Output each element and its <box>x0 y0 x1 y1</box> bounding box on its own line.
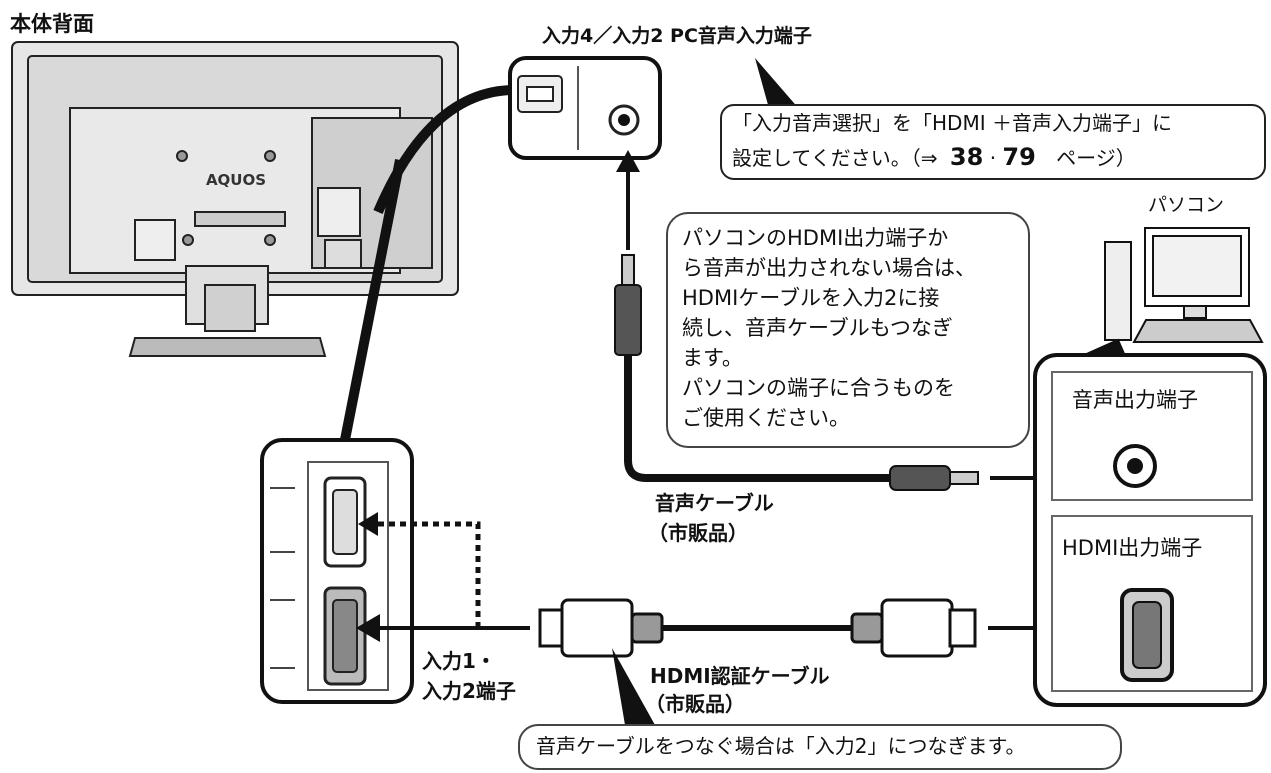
audio-cable-label-1: 音声ケーブル <box>655 491 774 515</box>
audio-select-line1: 「入力音声選択」を「HDMI ＋音声入力端子」に <box>732 111 1172 135</box>
pc-audio-input-zoom <box>508 56 662 160</box>
pc-hdmi-line3: HDMIケーブルを入力2に接 <box>682 286 940 310</box>
hdmi-output-label: HDMI出力端子 <box>1062 536 1203 560</box>
bottom-note-pointer <box>612 648 655 725</box>
pc-illustration <box>1081 227 1264 357</box>
input-terminal-label-1: 入力1・ <box>422 649 496 673</box>
tv-hdmi-zoom <box>260 438 414 704</box>
audio-select-note: 「入力音声選択」を「HDMI ＋音声入力端子」に 設定してください。（⇒ 38 … <box>720 104 1266 180</box>
dotted-arrowhead <box>358 512 378 536</box>
aquos-logo: AQUOS <box>206 171 266 189</box>
pc-hdmi-line7: ご使用ください。 <box>682 406 850 430</box>
hdmi-to-tv-arrowhead <box>356 614 380 642</box>
pc-hdmi-line4: 続し、音声ケーブルもつなぎ <box>682 316 953 340</box>
input-terminal-label-2: 入力2端子 <box>422 679 516 703</box>
hdmi-cable-label-2: （市販品） <box>645 692 745 716</box>
hdmi-cable <box>538 598 977 658</box>
pc-hdmi-line5: ます。 <box>682 346 743 370</box>
pc-hdmi-note: パソコンのHDMI出力端子か ら音声が出力されない場合は、 HDMIケーブルを入… <box>666 212 1030 448</box>
tv-rear-label: 本体背面 <box>10 12 94 36</box>
pc-hdmi-line2: ら音声が出力されない場合は、 <box>682 256 976 280</box>
pc-hdmi-line1: パソコンのHDMI出力端子か <box>682 226 949 250</box>
page-ref-b: 79 <box>1002 143 1036 171</box>
audio-select-line2-pre: 設定してください。（⇒ <box>732 146 938 170</box>
page-ref-a: 38 <box>949 143 984 171</box>
zoom-connector-bottom <box>338 159 405 451</box>
audio-select-line2-post: ページ） <box>1056 146 1136 170</box>
dotted-route <box>368 521 481 628</box>
bottom-note: 音声ケーブルをつなぐ場合は「入力2」につなぎます。 <box>518 724 1122 770</box>
pc-audio-input-label: 入力4／入力2 PC音声入力端子 <box>542 25 812 47</box>
audio-select-line2: 設定してください。（⇒ 38 · 79 ページ） <box>732 143 1136 172</box>
bottom-note-text: 音声ケーブルをつなぐ場合は「入力2」につなぎます。 <box>536 734 1026 758</box>
audio-output-label: 音声出力端子 <box>1072 388 1198 412</box>
audio-cable-label-2: （市販品） <box>648 521 748 545</box>
pc-label: パソコン <box>1148 194 1225 216</box>
pc-hdmi-line6: パソコンの端子に合うものを <box>682 376 955 400</box>
page-ref-sep: · <box>989 146 997 170</box>
pc-ports-panel <box>1033 353 1267 707</box>
hdmi-cable-label-1: HDMI認証ケーブル <box>650 664 830 688</box>
note-pointer <box>755 58 800 112</box>
